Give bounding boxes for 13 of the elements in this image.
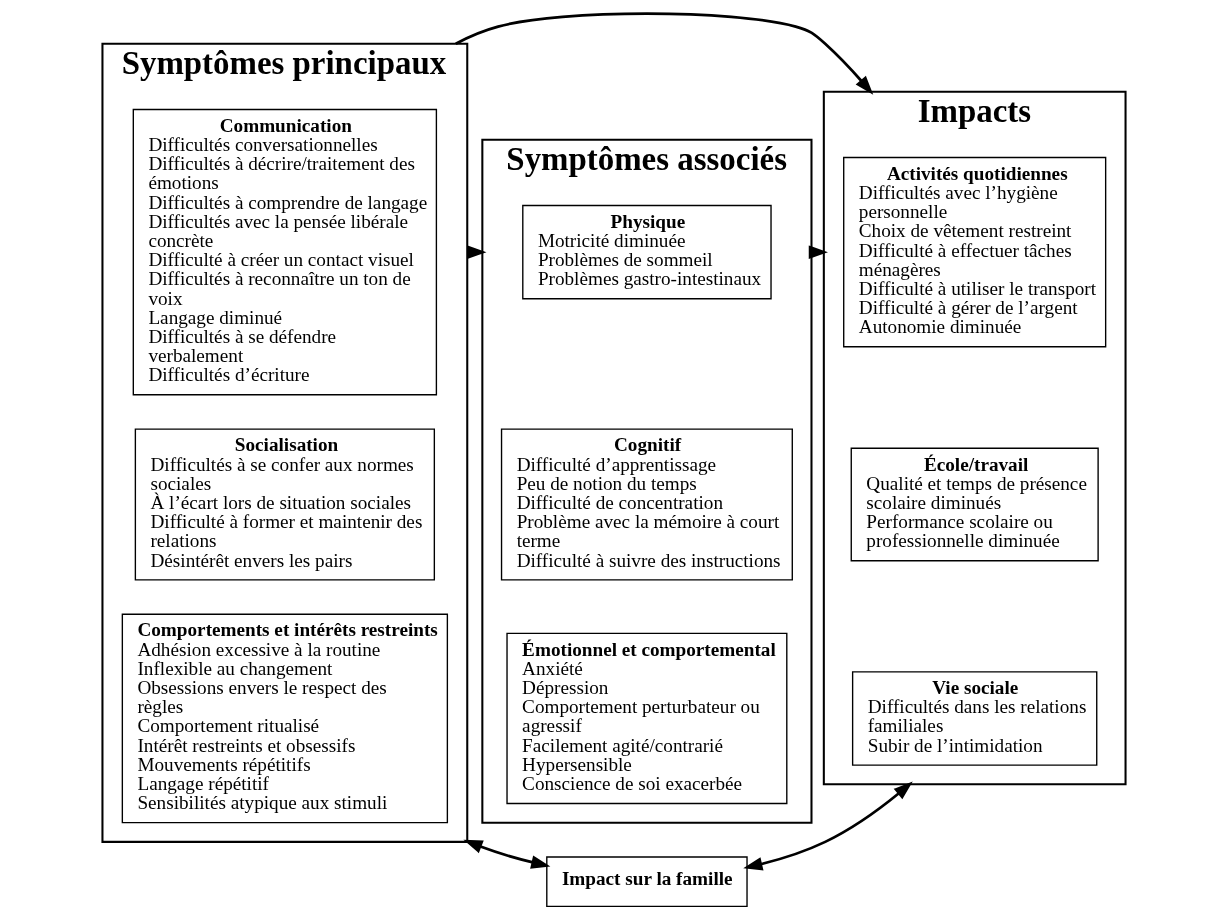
node-box: Émotionnel et comportemental Anxiété Dépression Comportement perturbateur ou agressif Facilement agité/contrarié Hypersensible Conscience de soi exacerbée: [506, 632, 788, 805]
node-box: Communication Difficultés conversationnelles Difficultés à décrire/traitement des émotions Difficultés à comprendre de langage Difficultés avec la pensée libérale concrète Difficulté à créer un contact visuel Difficultés à reconnaître un ton de voix Langage diminué Difficultés à se défendre verbalement Difficultés d’écriture: [132, 108, 438, 396]
arrow: [455, 12, 874, 95]
arrow: [743, 781, 913, 871]
node-box: Socialisation Difficultés à se confer aux normes sociales À l’écart lors de situation sociales Difficulté à former et maintenir des relations Désintérêt envers les pairs: [134, 428, 436, 581]
node-box: Comportements et intérêts restreints Adhésion excessive à la routine Inflexible au changement Obsessions envers le respect des règles Comportement ritualisé Intérêt restreints et obsessifs Mouvements répétitifs Langage répétitif Sensibilités atypique aux stimuli: [121, 613, 449, 824]
node-box: Impact sur la famille: [546, 856, 748, 908]
node-box: École/travail Qualité et temps de présence scolaire diminués Performance scolaire ou professionnelle diminuée: [850, 447, 1099, 562]
node-box: Cognitif Difficulté d’apprentissage Peu de notion du temps Difficulté de concentration Problème avec la mémoire à court terme Difficulté à suivre des instructions: [500, 428, 793, 581]
node-box: Activités quotidiennes Difficultés avec l’hygiène personnelle Choix de vêtement restreint Difficulté à effectuer tâches ménagères Difficulté à utiliser le transport Difficulté à gérer de l’argent Autonomie diminuée: [843, 156, 1107, 348]
node-box: Physique Motricité diminuée Problèmes de sommeil Problèmes gastro-intestinaux: [522, 204, 772, 300]
arrow: [463, 839, 551, 869]
node-box: Vie sociale Difficultés dans les relations familiales Subir de l’intimidation: [851, 671, 1098, 766]
